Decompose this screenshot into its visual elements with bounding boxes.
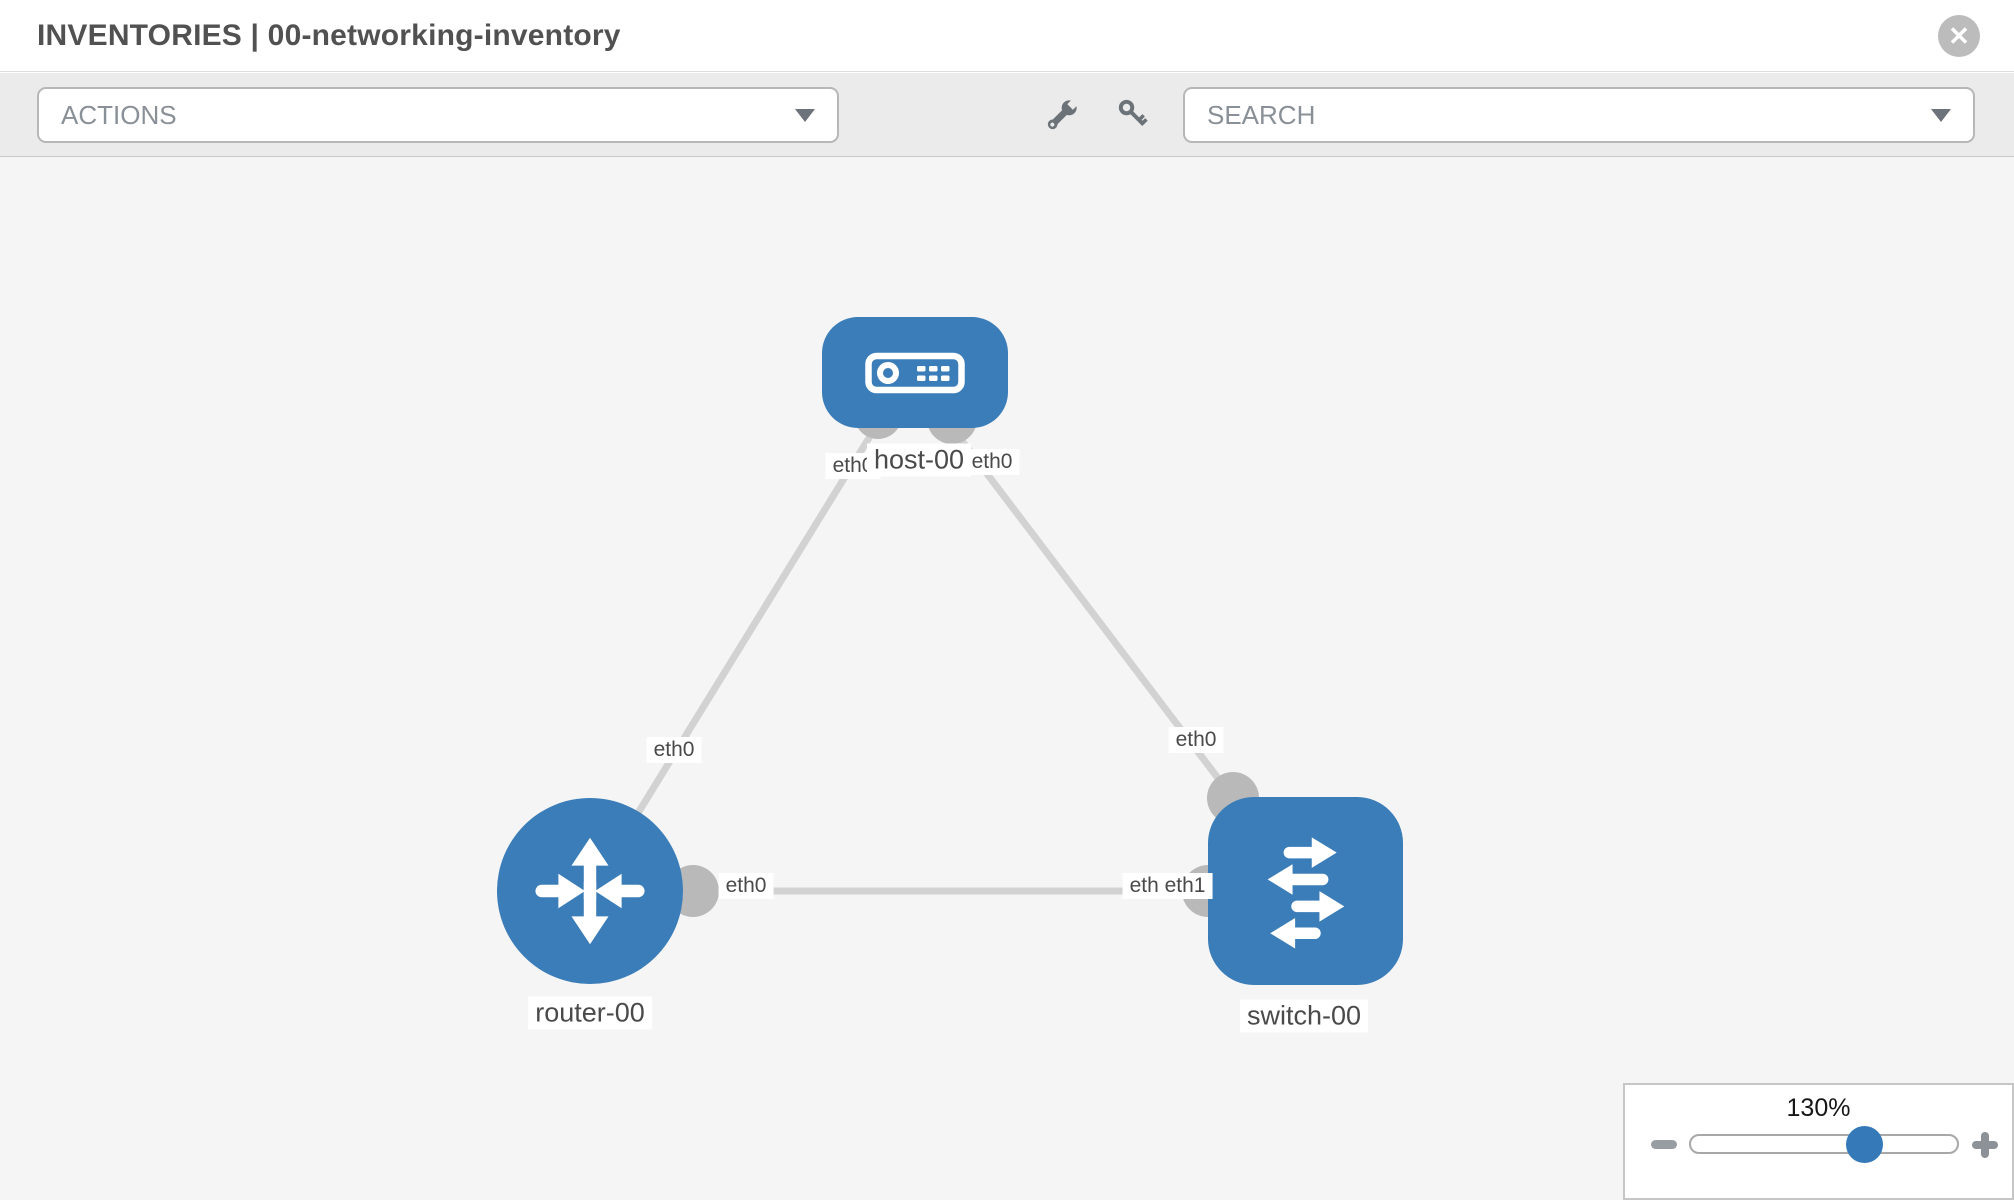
port-label-link2-eth0: eth0	[1168, 727, 1224, 753]
key-icon[interactable]	[1112, 93, 1156, 137]
node-label-host: host-00	[866, 443, 972, 477]
wrench-icon[interactable]	[1040, 93, 1084, 137]
minus-icon[interactable]	[1651, 1140, 1677, 1149]
zoom-level-value: 130%	[1786, 1094, 1851, 1122]
breadcrumb-header: INVENTORIES | 00-networking-inventory ✕	[0, 0, 2014, 72]
node-label-switch: switch-00	[1239, 999, 1369, 1033]
close-icon[interactable]: ✕	[1938, 15, 1980, 57]
zoom-slider-thumb[interactable]	[1846, 1126, 1883, 1163]
node-label-router: router-00	[528, 996, 652, 1030]
router-icon	[535, 837, 645, 945]
topology-canvas[interactable]: host-00 router-00 switch-00 eth0 eth0 et…	[0, 157, 2014, 1200]
port-label-host-eth0-right: eth0	[964, 449, 1020, 475]
node-switch-00[interactable]	[1208, 797, 1403, 985]
port-label-link1-eth0: eth0	[646, 737, 702, 763]
actions-dropdown[interactable]: ACTIONS	[37, 87, 839, 143]
zoom-slider-track[interactable]	[1689, 1134, 1959, 1154]
switch-icon	[1267, 837, 1344, 949]
chevron-down-icon	[795, 108, 815, 122]
page-title: INVENTORIES | 00-networking-inventory	[37, 18, 621, 52]
node-router-00[interactable]	[497, 798, 683, 984]
node-host-00[interactable]	[822, 317, 1008, 428]
host-icon	[865, 352, 965, 393]
plus-icon[interactable]	[1972, 1132, 1998, 1158]
chevron-down-icon	[1931, 108, 1951, 122]
zoom-control-panel: 130%	[1623, 1083, 2014, 1200]
toolbar: ACTIONS SEARCH	[0, 73, 2014, 157]
actions-dropdown-label: ACTIONS	[61, 99, 177, 130]
search-dropdown[interactable]: SEARCH	[1183, 87, 1975, 143]
port-label-switch-eth1: eth1	[1157, 873, 1213, 899]
links-layer	[587, 391, 1305, 917]
search-dropdown-label: SEARCH	[1207, 99, 1316, 130]
port-label-router-eth0: eth0	[718, 873, 774, 899]
